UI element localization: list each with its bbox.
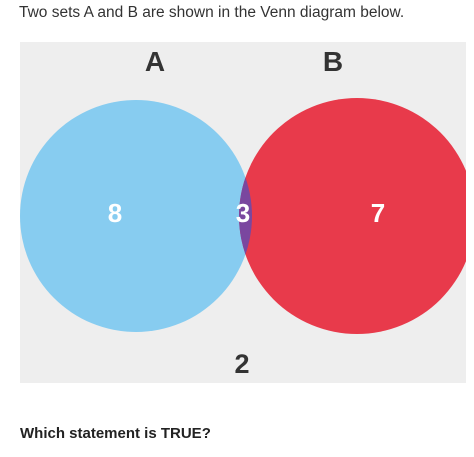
only-b-count: 7: [371, 198, 385, 228]
outside-count: 2: [234, 349, 249, 379]
set-a-label: A: [145, 46, 165, 77]
set-b-label: B: [323, 46, 343, 77]
only-a-count: 8: [108, 198, 122, 228]
question-text: Which statement is TRUE?: [20, 425, 211, 442]
venn-diagram-canvas: A B 8 3 7 2: [20, 46, 466, 379]
intro-text: Two sets A and B are shown in the Venn d…: [19, 4, 405, 21]
set-b-circle: [239, 98, 466, 334]
venn-diagram: A B 8 3 7 2: [20, 42, 466, 383]
intersection-count: 3: [236, 198, 250, 228]
set-a-circle: [20, 100, 252, 332]
